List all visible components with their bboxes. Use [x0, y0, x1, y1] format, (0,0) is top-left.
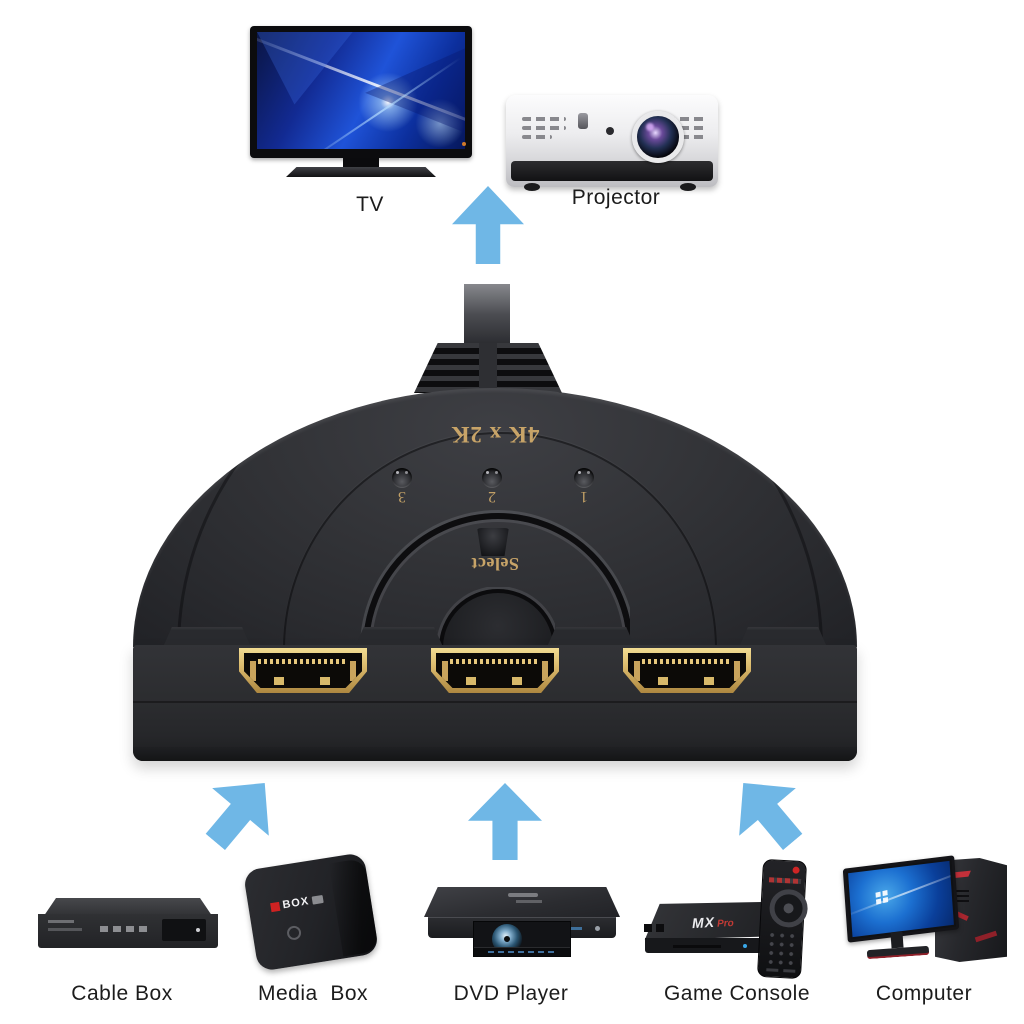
tv-stand-neck	[343, 158, 379, 167]
remote-power-button	[792, 866, 800, 874]
hdmi-pins	[642, 659, 732, 664]
model-print-4k2k: 4K x 2K	[450, 422, 540, 447]
hdmi-input-port-2	[431, 648, 559, 693]
media-box-image: BOX	[242, 852, 380, 972]
media-box-label: Media Box	[257, 982, 369, 1005]
cable-box-label: Cable Box	[71, 982, 173, 1005]
port-2-number: 2	[488, 488, 496, 505]
projector-body	[506, 95, 718, 187]
remote-function-row	[768, 877, 802, 884]
dome-edge-tab	[163, 627, 251, 647]
hdmi-input-port-3	[623, 648, 751, 693]
projector-ir-sensor	[606, 127, 614, 135]
dome-edge-tab	[739, 627, 827, 647]
projector-vent	[666, 126, 706, 130]
dvd-player-branding	[508, 893, 538, 897]
up-arrow-icon	[468, 783, 542, 860]
cable-box-display	[162, 919, 206, 941]
port-1-led	[574, 468, 594, 488]
projector-lens	[632, 111, 684, 163]
game-console-image: MX Pro	[642, 902, 778, 958]
projector-image	[506, 95, 718, 191]
computer-label: Computer	[875, 982, 973, 1005]
media-box-button	[286, 924, 303, 941]
game-console-ports	[644, 924, 666, 932]
projector-foot	[680, 183, 696, 191]
media-box-logo: BOX	[270, 893, 324, 913]
windows-logo	[875, 890, 888, 905]
dvd-player-image	[424, 887, 620, 959]
game-console-label: Game Console	[663, 982, 811, 1005]
port-1-number: 1	[580, 488, 588, 505]
select-arc-ridge	[360, 510, 630, 646]
cable-box-image	[38, 898, 218, 954]
tv-label: TV	[356, 193, 384, 216]
hdmi-input-port-1	[239, 648, 367, 693]
dvd-open-tray	[473, 921, 571, 957]
projector-vent	[666, 117, 706, 121]
dome-edge-tab	[355, 627, 443, 647]
computer-image	[842, 855, 1015, 968]
inner-arch	[437, 587, 555, 647]
computer-monitor	[842, 855, 960, 943]
hdmi-output-cable	[464, 284, 510, 352]
dome-edge-tab	[547, 627, 635, 647]
switch-dome-body: 4K x 2K 3 2 1 Select	[133, 388, 857, 647]
logo-red-square	[270, 901, 281, 912]
computer-screen	[848, 860, 954, 938]
port-2-led	[482, 468, 502, 488]
projector-focus-knob	[578, 113, 588, 129]
hdmi-pins	[450, 659, 540, 664]
up-right-arrow-icon	[187, 759, 293, 866]
up-arrow-icon	[452, 186, 524, 264]
tv-stand-base	[286, 167, 436, 177]
projector-label: Projector	[571, 186, 661, 209]
cable-strain-relief	[414, 343, 562, 393]
port-3-led	[392, 468, 412, 488]
dvd-player-label: DVD Player	[453, 982, 569, 1005]
select-print: Select	[471, 554, 519, 574]
game-console-logo: MX Pro	[691, 913, 735, 932]
remote-dpad	[768, 888, 809, 929]
remote-control-image	[756, 858, 809, 980]
port-3-number: 3	[398, 488, 406, 505]
projector-vent	[666, 135, 706, 139]
projector-vent	[522, 117, 566, 121]
projector-foot	[524, 183, 540, 191]
projector-bottom-band	[511, 161, 713, 181]
tv-bezel	[250, 26, 472, 158]
up-left-arrow-icon	[715, 759, 821, 866]
hdmi-pins	[258, 659, 348, 664]
remote-number-grid	[765, 930, 800, 966]
projector-vent	[522, 135, 552, 139]
cable-box-branding	[48, 920, 74, 923]
projector-vent	[522, 126, 566, 130]
tv-power-led	[462, 142, 466, 146]
tv-image	[250, 26, 472, 182]
tv-screen	[257, 32, 465, 149]
logo-hd-badge	[311, 895, 324, 905]
select-button	[477, 528, 509, 556]
